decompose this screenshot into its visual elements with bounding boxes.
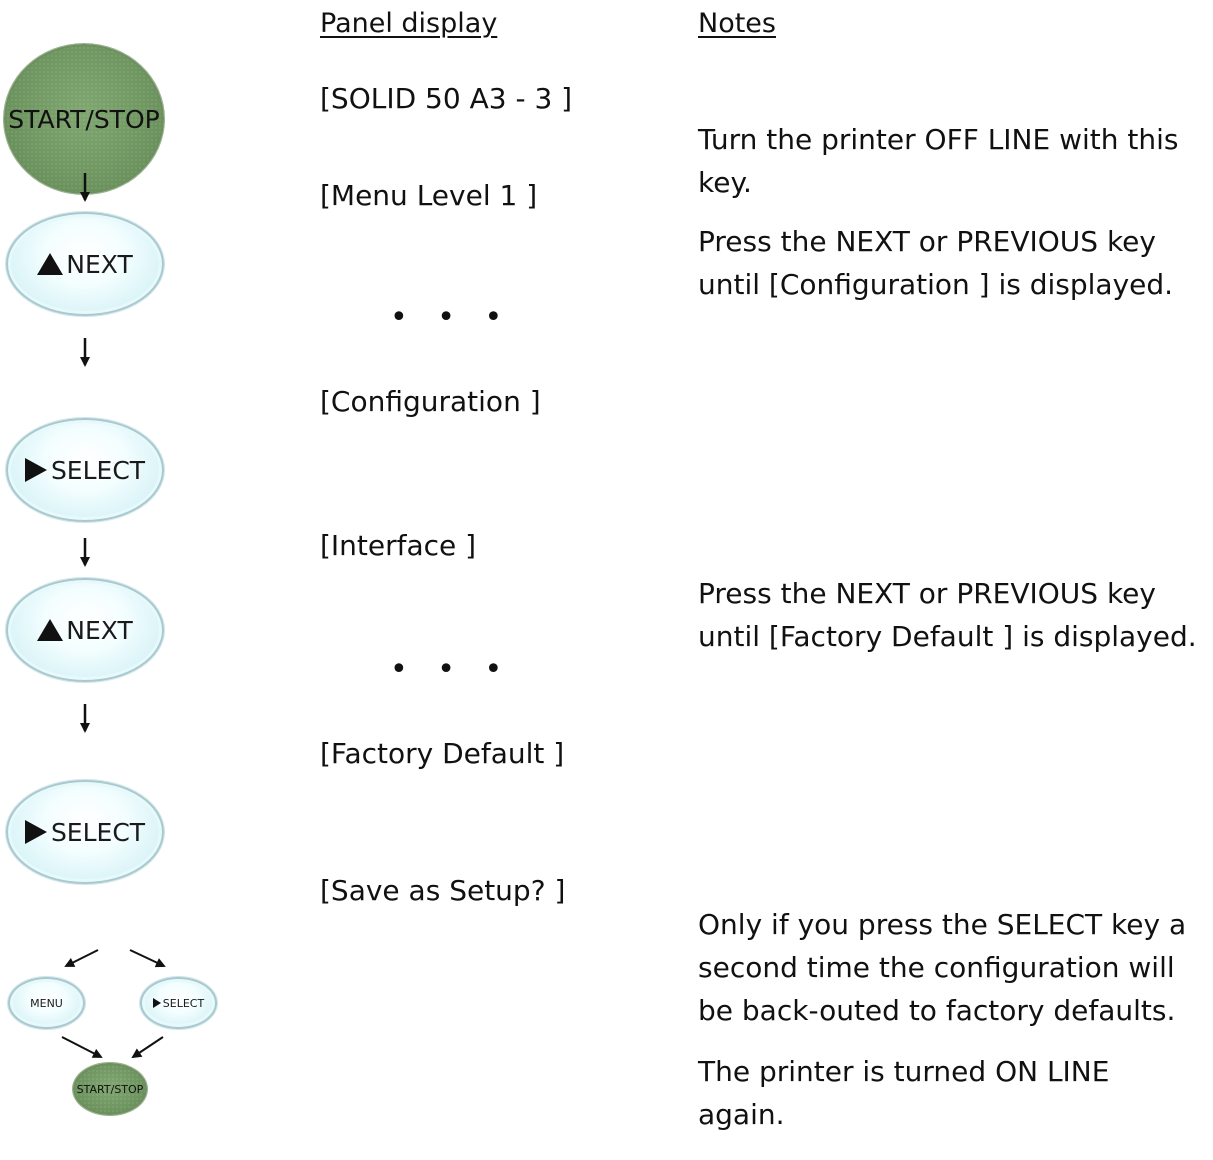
note-offline: Turn the printer OFF LINE with this key.	[698, 123, 1179, 199]
select-key-label: SELECT	[50, 455, 146, 485]
note-select-second: Only if you press the SELECT key a secon…	[698, 908, 1187, 1027]
select-key-small: SELECT	[140, 977, 217, 1029]
diagonal-arrow-icon	[61, 949, 166, 1059]
panel-display-heading: Panel display	[320, 8, 498, 39]
next-key-second: NEXT	[6, 578, 164, 682]
panel-ellipsis: • • •	[390, 652, 513, 687]
note-factory-default: Press the NEXT or PREVIOUS key until [Fa…	[698, 577, 1197, 653]
panel-line-save-setup: [Save as Setup? ]	[320, 874, 566, 907]
panel-line-interface: [Interface ]	[320, 529, 477, 562]
panel-line-solid: [SOLID 50 A3 - 3 ]	[320, 82, 573, 115]
right-triangle-icon	[152, 998, 161, 1008]
select-key-label: SELECT	[50, 817, 146, 847]
select-key-label: SELECT	[162, 996, 205, 1010]
panel-ellipsis: • • •	[390, 300, 513, 335]
start-stop-key: START/STOP	[4, 44, 164, 194]
up-triangle-icon	[37, 619, 64, 641]
right-triangle-icon	[24, 458, 47, 482]
next-key: NEXT	[6, 212, 164, 316]
notes-heading: Notes	[698, 8, 776, 39]
select-key-second: SELECT	[6, 780, 164, 884]
start-stop-key-small: START/STOP	[73, 1063, 147, 1115]
menu-key-small: MENU	[8, 977, 85, 1029]
panel-line-factory-default: [Factory Default ]	[320, 737, 565, 770]
panel-line-configuration: [Configuration ]	[320, 385, 541, 418]
panel-line-menu-level: [Menu Level 1 ]	[320, 179, 538, 212]
next-key-label: NEXT	[66, 249, 133, 279]
note-configuration: Press the NEXT or PREVIOUS key until [Co…	[698, 225, 1174, 301]
select-key: SELECT	[6, 418, 164, 522]
start-stop-key-label: START/STOP	[8, 104, 160, 134]
start-stop-key-label: START/STOP	[76, 1082, 144, 1096]
menu-key-label: MENU	[30, 996, 63, 1010]
note-online: The printer is turned ON LINE again.	[698, 1055, 1110, 1131]
next-key-label: NEXT	[66, 615, 133, 645]
up-triangle-icon	[37, 253, 64, 275]
flow-arrows	[61, 173, 166, 1059]
right-triangle-icon	[24, 820, 47, 844]
